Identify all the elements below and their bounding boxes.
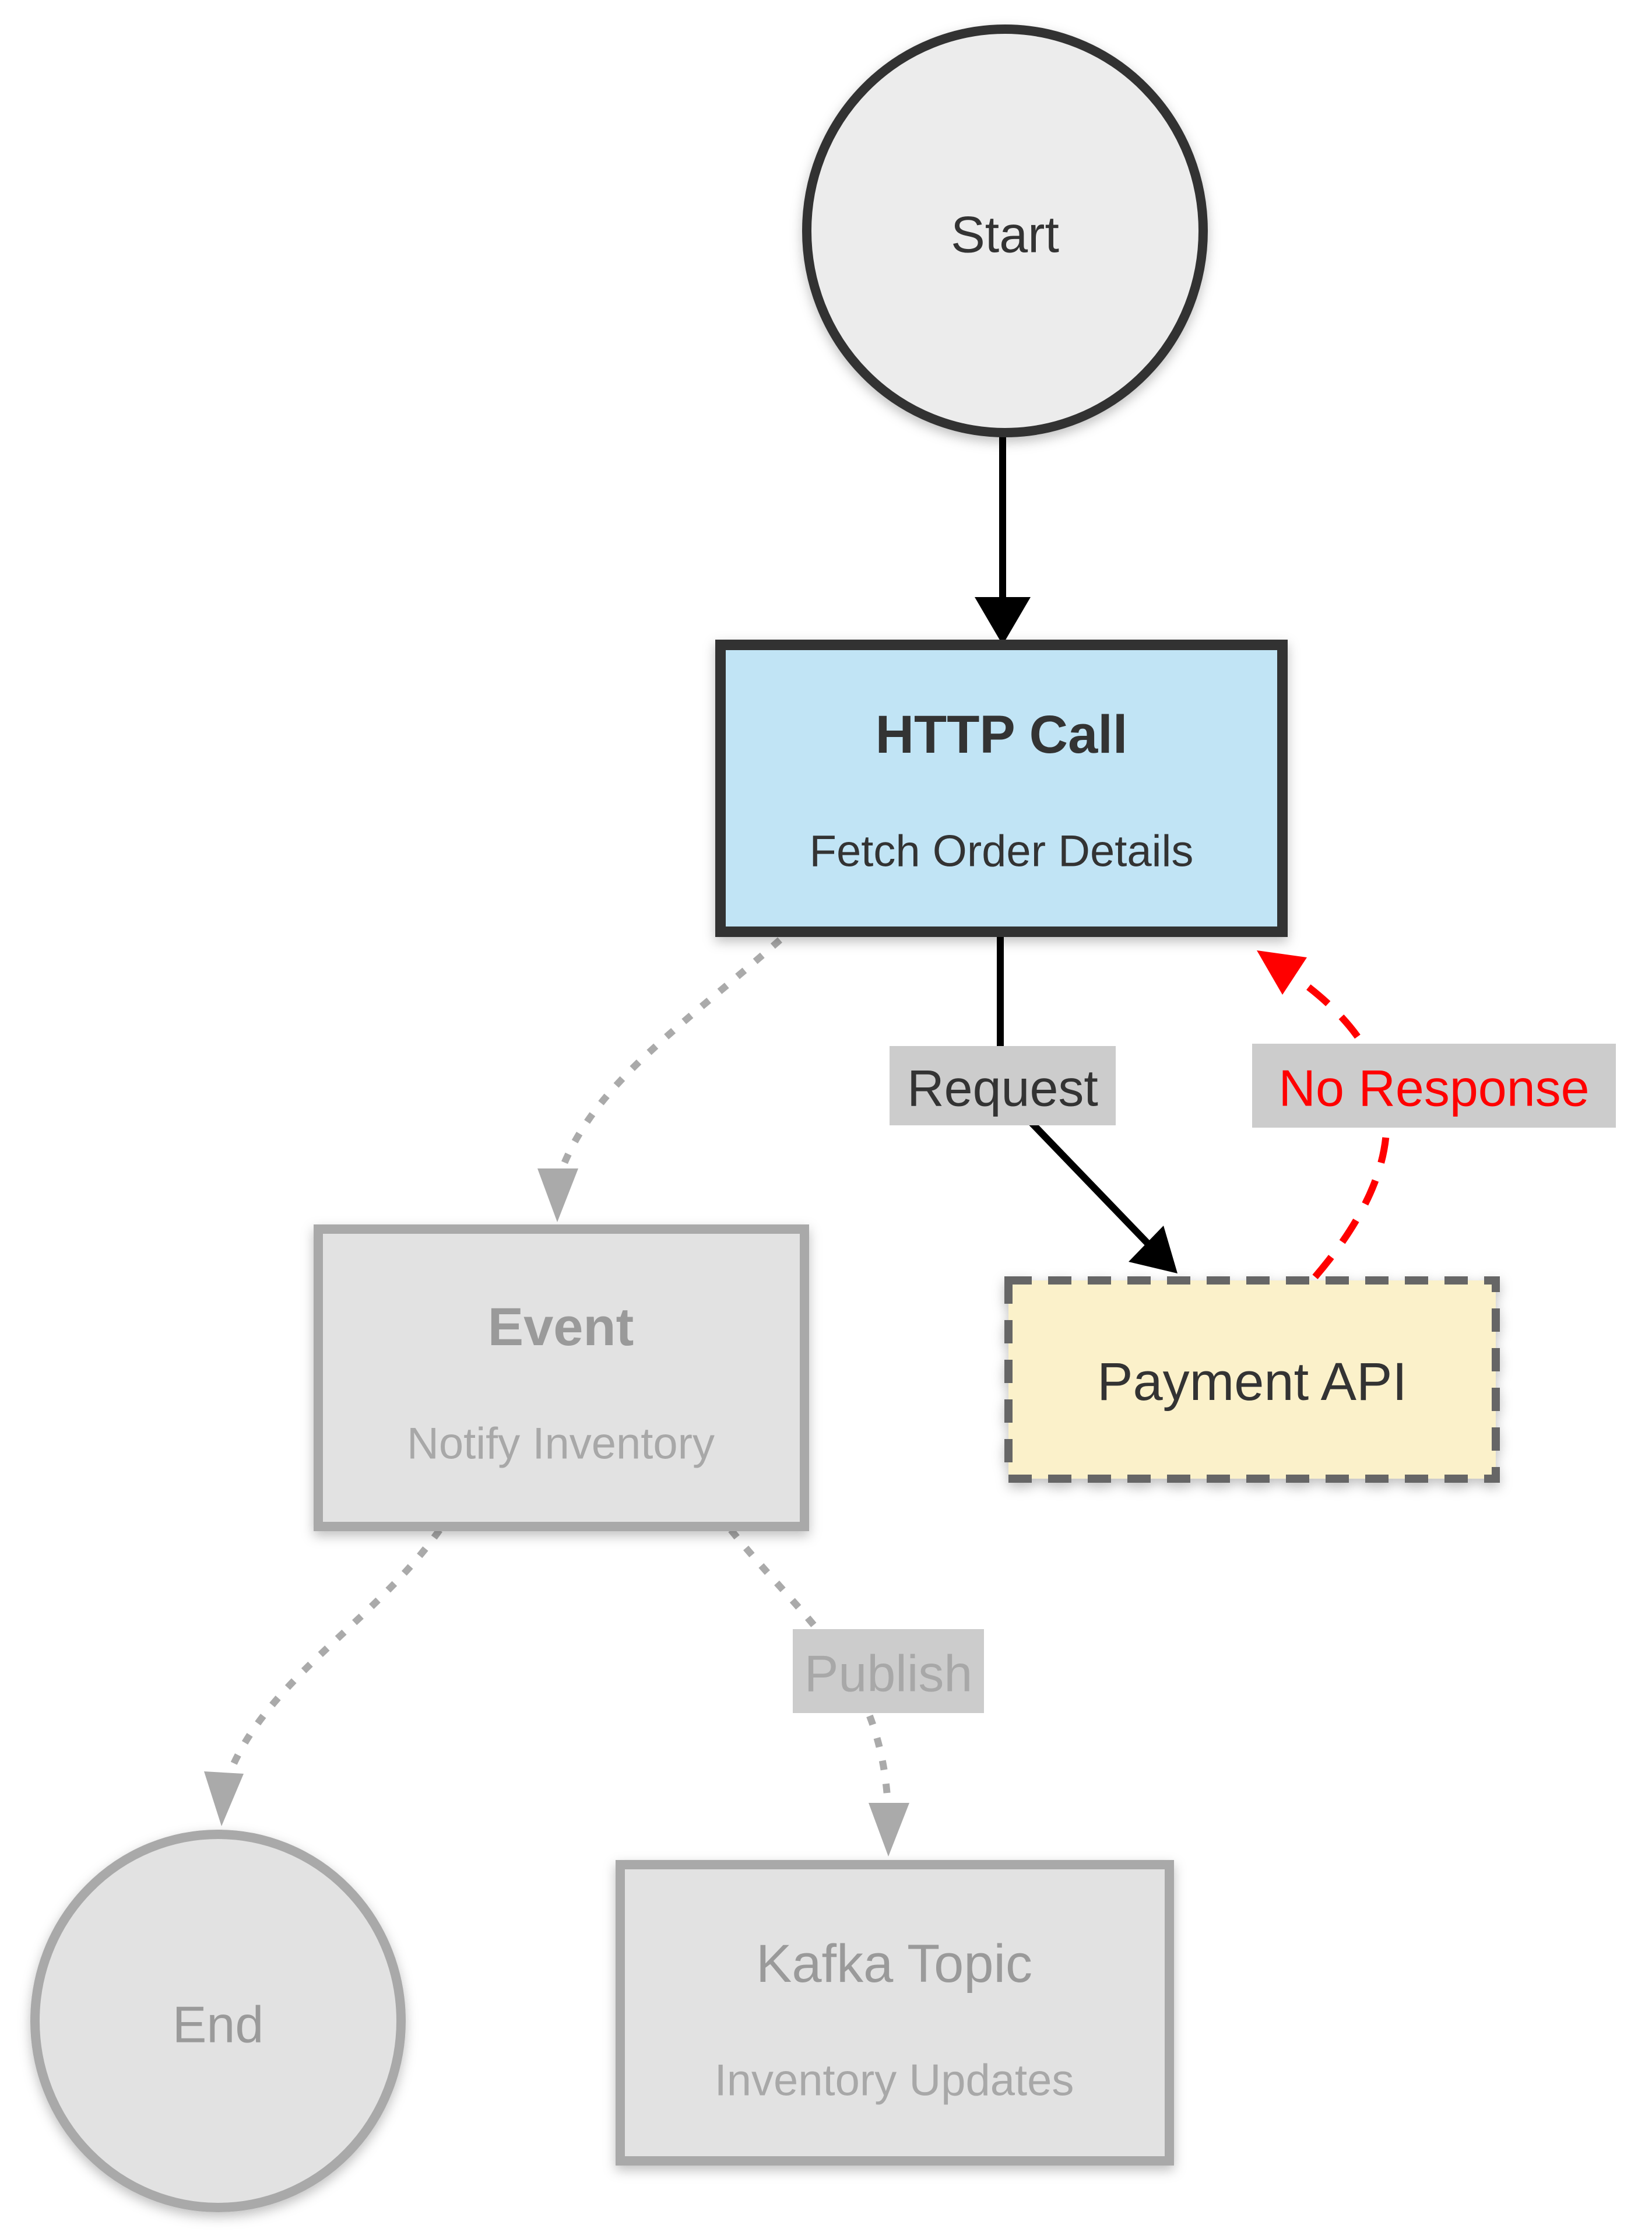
node-start-label: Start [951, 206, 1059, 264]
edge-label-request-text: Request [907, 1059, 1098, 1117]
edge-http-call-to-event [537, 937, 782, 1222]
edge-event-to-kafka-topic [728, 1528, 909, 1857]
edge-event-to-end [204, 1528, 442, 1826]
edge-label-no-response-text: No Response [1278, 1059, 1589, 1117]
node-end-label: End [173, 1996, 264, 2054]
node-kafka-topic-shape [616, 1860, 1174, 2166]
node-http-call-shape [715, 640, 1288, 937]
edge-http-call-to-event-line [560, 937, 782, 1168]
edge-payment-api-to-http-call-arrowhead [1257, 950, 1307, 995]
edge-http-call-to-event-arrowhead [537, 1168, 578, 1222]
node-start: Start [802, 24, 1208, 437]
node-payment-api: Payment API [1004, 1276, 1500, 1483]
node-event: Event Notify Inventory [314, 1224, 809, 1531]
edge-label-request-bg [890, 1046, 1116, 1125]
edge-label-publish: Publish [793, 1629, 984, 1713]
node-payment-api-shape [1004, 1276, 1500, 1483]
node-http-call-title: HTTP Call [876, 705, 1128, 764]
edge-http-call-to-payment-api-arrowhead [1129, 1226, 1178, 1273]
node-kafka-topic-subtitle: Inventory Updates [715, 2056, 1074, 2105]
node-event-subtitle: Notify Inventory [407, 1419, 715, 1469]
node-end-shape [30, 1830, 406, 2212]
node-event-title: Event [488, 1297, 634, 1357]
node-http-call: HTTP Call Fetch Order Details [715, 640, 1288, 937]
edge-label-publish-bg [793, 1629, 984, 1713]
node-end: End [30, 1830, 406, 2212]
edge-event-to-end-line [227, 1528, 442, 1772]
edge-event-to-kafka-topic-arrowhead [869, 1803, 909, 1857]
edge-start-to-http-call-arrowhead [975, 597, 1031, 645]
edge-event-to-end-arrowhead [204, 1771, 244, 1826]
node-kafka-topic: Kafka Topic Inventory Updates [616, 1860, 1174, 2166]
node-payment-api-label: Payment API [1097, 1352, 1407, 1412]
edge-start-to-http-call [975, 433, 1031, 645]
node-http-call-subtitle: Fetch Order Details [810, 827, 1194, 876]
node-start-shape [802, 24, 1208, 437]
edge-label-no-response-bg [1252, 1044, 1616, 1128]
node-kafka-topic-title: Kafka Topic [756, 1934, 1032, 1994]
edge-label-no-response: No Response [1252, 1044, 1616, 1128]
node-event-shape [314, 1224, 809, 1531]
edge-label-request: Request [890, 1046, 1116, 1125]
edge-label-publish-text: Publish [804, 1645, 973, 1703]
edge-event-to-kafka-topic-line [728, 1528, 891, 1796]
